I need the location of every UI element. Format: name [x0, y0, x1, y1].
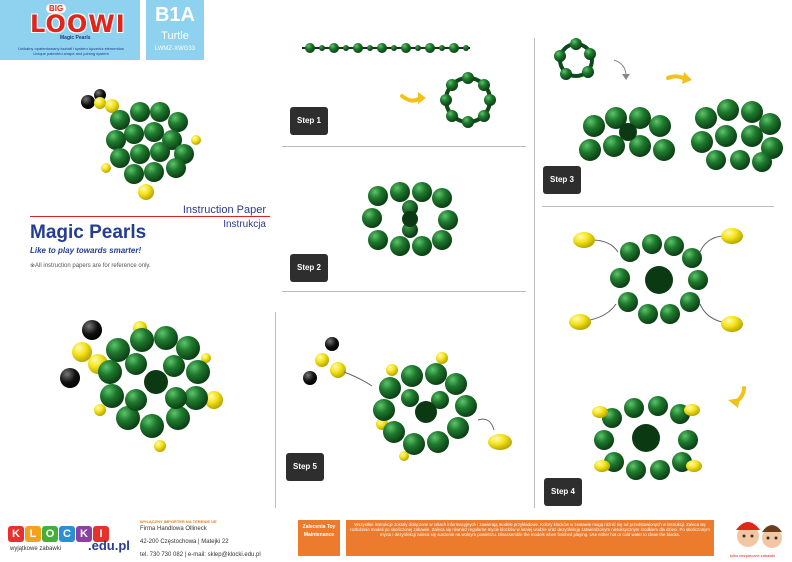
step-5-label: Step 5	[286, 453, 324, 481]
divider-step1	[282, 146, 526, 147]
divider-vertical-right	[534, 38, 535, 508]
toy-maintenance-label: Zalecenia Toy Maintenance	[302, 524, 336, 538]
tagline-pl: Unikalny opatentowany kształt i system ł…	[18, 46, 124, 51]
page-title: Magic Pearls	[30, 222, 147, 243]
klocki-domain: .edu.pl	[88, 538, 130, 553]
klocki-letter: C	[59, 526, 75, 542]
toy-maintenance-badge	[298, 520, 340, 556]
klocki-letter: O	[42, 526, 58, 542]
importer-label: WYŁĄCZNY IMPORTER NA TERENIE UE	[140, 519, 217, 524]
brand-logo-panel	[0, 0, 140, 60]
model-code: B1A	[154, 4, 195, 26]
turtle-preview-large	[60, 320, 223, 452]
model-panel	[146, 0, 204, 60]
kids-logo	[736, 522, 782, 548]
tagline-en: Unique patented shape and joining system	[33, 51, 109, 56]
step-2-illustration	[362, 182, 458, 256]
step-3-label: Step 3	[543, 166, 581, 194]
doc-type-pl: Instrukcja	[223, 219, 266, 230]
importer-name: Firma Handlowa Ollineck	[140, 526, 207, 532]
model-sku: LWMZ-XWG33	[154, 46, 196, 52]
doc-type-en: Instruction Paper	[182, 204, 266, 216]
brand-tagline: Unikalny opatentowany kształt i system ł…	[6, 46, 136, 56]
slogan: Like to play towards smarter!	[30, 246, 142, 255]
brand-logo-text: LOOWI	[30, 10, 126, 38]
klocki-letter: K	[76, 526, 92, 542]
divider-vertical-step5	[275, 312, 276, 508]
title-divider	[30, 216, 270, 217]
step-3-illustration	[554, 38, 783, 172]
importer-address: 42-200 Częstochowa | Matejki 22	[140, 539, 229, 545]
step-1-label: Step 1	[290, 107, 328, 135]
importer-contact: tel. 730 730 082 | e-mail: sklep@klocki.…	[140, 552, 261, 558]
brand-subtitle: Magic Pearls	[60, 35, 91, 41]
model-name: Turtle	[161, 30, 189, 42]
klocki-letter: I	[93, 526, 109, 542]
kids-logo-subtitle: tylko bezpieczne zabawki	[730, 553, 776, 558]
step-1-illustration	[302, 43, 496, 128]
klocki-subtitle: wyjątkowe zabawki	[10, 546, 62, 552]
divider-step3	[542, 206, 774, 207]
klocki-letter: K	[8, 526, 24, 542]
divider-step2	[282, 291, 526, 292]
step-2-label: Step 2	[290, 254, 328, 282]
step-5-illustration	[303, 337, 512, 461]
maintenance-text: Wszystkie instrukcje zostały dołączone w…	[346, 520, 714, 556]
turtle-preview-small	[81, 89, 201, 200]
klocki-letter: L	[25, 526, 41, 542]
step-4-label: Step 4	[544, 478, 582, 506]
step-4-illustration	[569, 228, 746, 480]
reference-note: ※All instruction papers are for referenc…	[30, 263, 151, 269]
brand-badge-big: BIG	[46, 4, 67, 13]
